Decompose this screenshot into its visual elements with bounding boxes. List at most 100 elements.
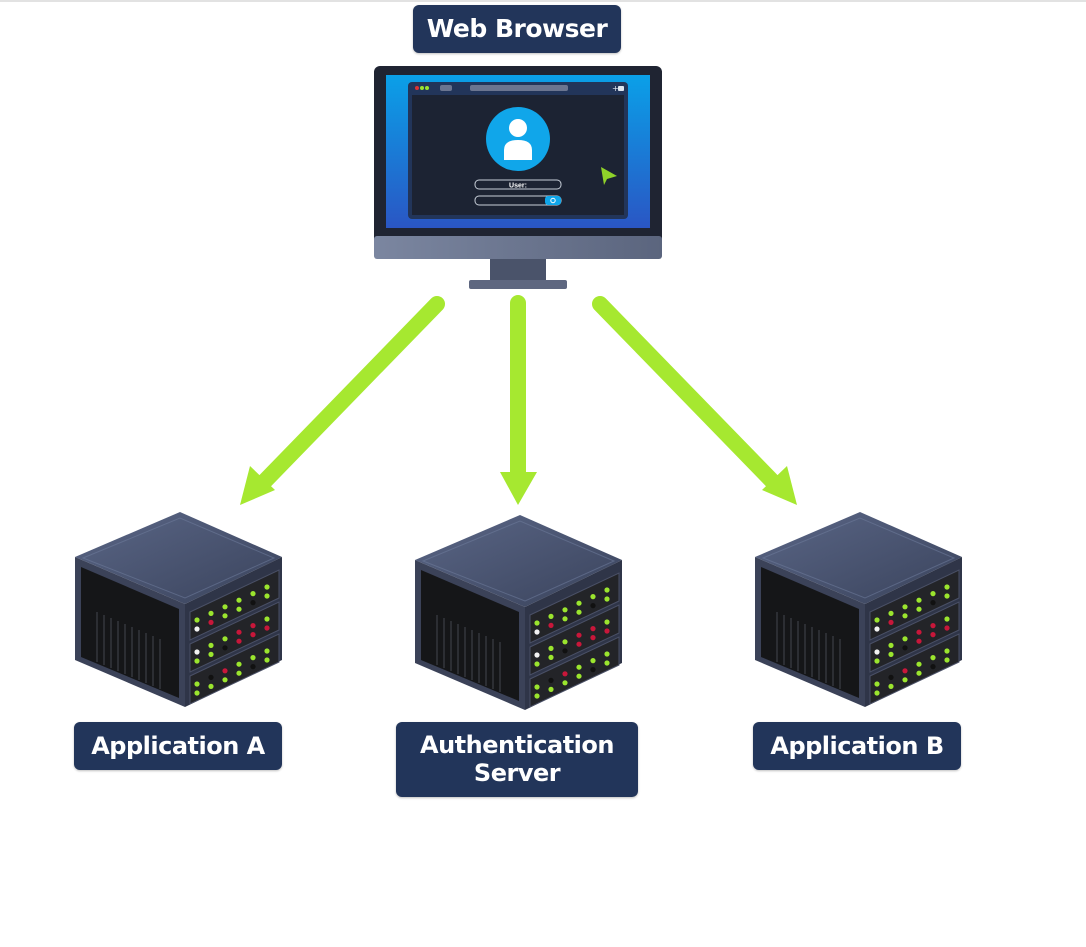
status-led (604, 660, 610, 666)
web-browser-label: Web Browser (413, 5, 621, 53)
status-led (930, 664, 936, 670)
status-led (250, 600, 256, 606)
application-b-label: Application B (753, 722, 961, 770)
status-led (590, 658, 596, 664)
status-led (222, 636, 228, 642)
status-led (194, 690, 200, 696)
status-led (562, 671, 568, 677)
status-led (888, 674, 894, 680)
status-led (562, 616, 568, 622)
status-led (208, 683, 214, 689)
status-led (916, 606, 922, 612)
status-led (236, 629, 242, 635)
status-led (236, 670, 242, 676)
status-led (944, 593, 950, 599)
status-led (576, 609, 582, 615)
status-led (902, 668, 908, 674)
status-led (604, 587, 610, 593)
status-led (534, 629, 540, 635)
status-led (576, 673, 582, 679)
user-field-label: User: (509, 183, 527, 190)
status-led (194, 649, 200, 655)
status-led (264, 593, 270, 599)
status-led (576, 641, 582, 647)
status-led (208, 610, 214, 616)
status-led (874, 649, 880, 655)
status-led (548, 622, 554, 628)
monitor-icon: + User: (374, 66, 662, 289)
status-led (874, 658, 880, 664)
status-led (916, 670, 922, 676)
status-led (930, 632, 936, 638)
status-led (916, 638, 922, 644)
led-panel (189, 569, 280, 705)
status-led (222, 604, 228, 610)
status-led (208, 619, 214, 625)
status-led (916, 661, 922, 667)
status-led (236, 661, 242, 667)
status-led (250, 655, 256, 661)
status-led (902, 645, 908, 651)
led-panel (869, 569, 960, 705)
status-led (548, 677, 554, 683)
status-led (562, 680, 568, 686)
status-led (548, 645, 554, 651)
status-led (604, 628, 610, 634)
status-led (604, 651, 610, 657)
status-led (236, 597, 242, 603)
server-icon-application-a (74, 511, 283, 708)
status-led (534, 684, 540, 690)
status-led (590, 667, 596, 673)
status-led (222, 668, 228, 674)
status-led (874, 681, 880, 687)
status-led (562, 648, 568, 654)
status-led (548, 654, 554, 660)
status-led (236, 606, 242, 612)
status-led (194, 658, 200, 664)
status-led (590, 603, 596, 609)
status-led (888, 610, 894, 616)
status-led (930, 600, 936, 606)
application-a-label: Application A (74, 722, 282, 770)
status-led (888, 642, 894, 648)
status-led (902, 613, 908, 619)
status-led (916, 629, 922, 635)
status-led (874, 617, 880, 623)
status-led (208, 674, 214, 680)
status-led (250, 623, 256, 629)
authentication-server-label-line1: Authentication (420, 731, 614, 759)
status-led (944, 625, 950, 631)
status-led (576, 600, 582, 606)
status-led (534, 620, 540, 626)
status-led (264, 657, 270, 663)
status-led (264, 584, 270, 590)
user-avatar-icon (486, 107, 550, 171)
status-led (562, 607, 568, 613)
status-led (264, 625, 270, 631)
status-led (944, 657, 950, 663)
status-led (902, 636, 908, 642)
server-icon-authentication (414, 514, 623, 711)
status-led (548, 686, 554, 692)
arrow-to-authentication-server (500, 295, 537, 505)
status-led (562, 639, 568, 645)
svg-text:+: + (612, 84, 619, 93)
status-led (250, 591, 256, 597)
status-led (236, 638, 242, 644)
authentication-server-label-line2: Server (473, 759, 561, 787)
status-led (590, 594, 596, 600)
status-led (534, 652, 540, 658)
status-led (208, 651, 214, 657)
status-led (548, 613, 554, 619)
status-led (590, 626, 596, 632)
status-led (208, 642, 214, 648)
status-led (874, 626, 880, 632)
status-led (264, 648, 270, 654)
status-led (604, 596, 610, 602)
status-led (916, 597, 922, 603)
status-led (222, 613, 228, 619)
status-led (222, 677, 228, 683)
status-led (902, 677, 908, 683)
status-led (944, 616, 950, 622)
